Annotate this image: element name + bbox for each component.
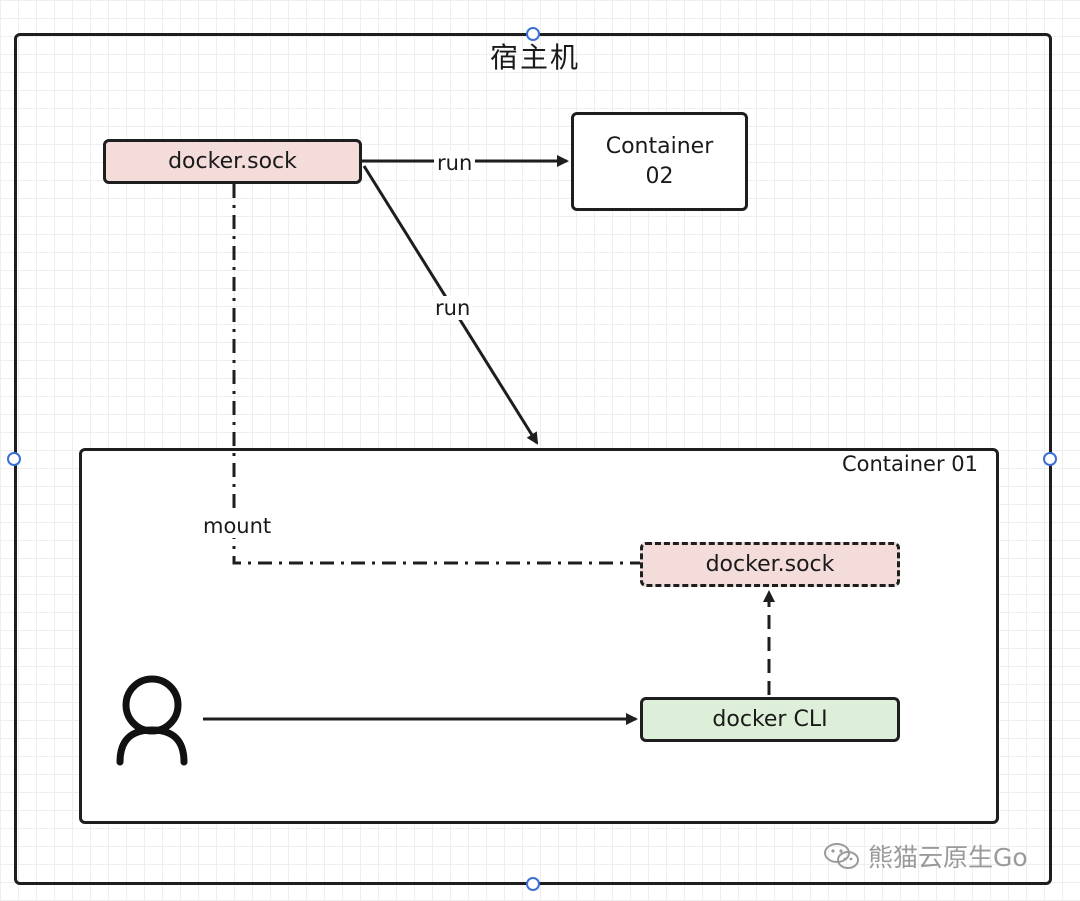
watermark-text: 熊猫云原生Go [868, 843, 1028, 872]
run-label-to-container-02: run [434, 151, 476, 175]
container-docker-sock-label: docker.sock [705, 551, 835, 577]
watermark: 熊猫云原生Go [822, 838, 1028, 874]
docker-cli-label: docker CLI [712, 706, 828, 732]
resize-handle-left[interactable] [7, 452, 21, 466]
wechat-icon [824, 843, 859, 869]
resize-handle-top[interactable] [526, 27, 540, 41]
docker-cli-node[interactable]: docker CLI [640, 697, 900, 742]
container-02-label: Container 02 [605, 133, 714, 189]
resize-handle-right[interactable] [1043, 452, 1057, 466]
container-02-node[interactable]: Container 02 [571, 112, 748, 211]
run-label-to-container-01: run [432, 296, 474, 320]
container-docker-sock-node[interactable]: docker.sock [640, 542, 900, 587]
container-01-label: Container 01 [841, 452, 978, 476]
resize-handle-bottom[interactable] [526, 877, 540, 891]
host-docker-sock-label: docker.sock [168, 148, 297, 174]
host-title: 宿主机 [489, 41, 580, 74]
host-docker-sock-node[interactable]: docker.sock [103, 139, 362, 184]
mount-label: mount [200, 514, 275, 538]
mount-edge [232, 184, 640, 565]
container-01-frame[interactable] [79, 448, 999, 824]
user-icon [116, 675, 188, 766]
